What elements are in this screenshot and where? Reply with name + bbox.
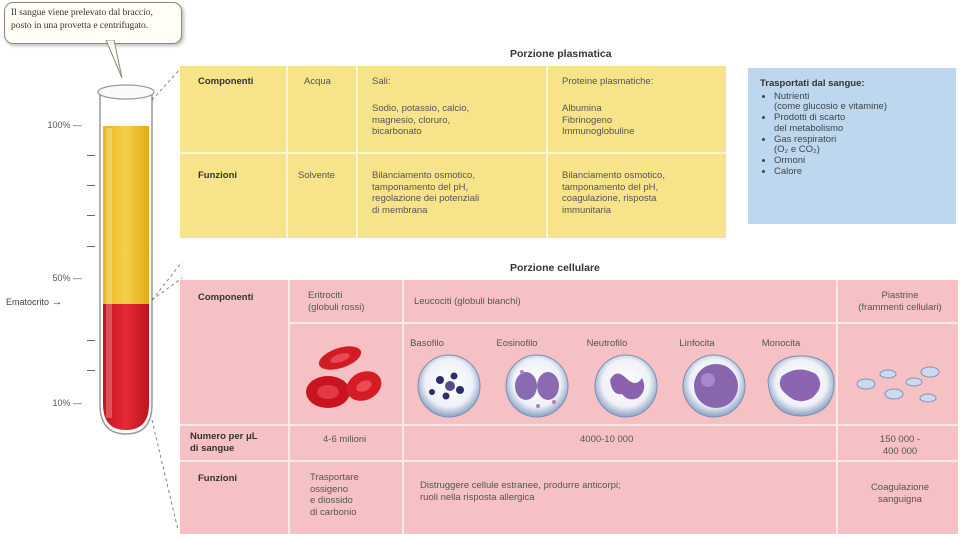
plasma-section-title: Porzione plasmatica [510, 48, 612, 60]
salts-list: Sodio, potassio, calcio,magnesio, clorur… [372, 103, 469, 138]
salts-name: Sali: [372, 76, 390, 88]
list-item: Gas respiratori(O₂ e CO₂) [774, 135, 944, 157]
platelets-image [844, 360, 954, 410]
erythrocytes-image [298, 336, 398, 420]
plasma-functions-header: Funzioni [198, 170, 237, 182]
erythrocytes-name: Eritrociti(globuli rossi) [308, 290, 365, 313]
cellular-functions-header: Funzioni [198, 473, 237, 485]
cellular-components-header: Componenti [198, 292, 253, 304]
leukocytes-name: Leucociti (globuli bianchi) [414, 296, 521, 308]
transported-list: Nutrienti(come glucosio e vitamine) Prod… [760, 92, 944, 178]
plasma-table: Componenti Funzioni Acqua Solvente Sali:… [180, 66, 726, 238]
water-function: Solvente [298, 170, 335, 182]
lymphocyte-label: Linfocita [662, 338, 732, 349]
neutrophil-label: Neutrofilo [572, 338, 642, 349]
platelets-count: 150 000 -400 000 [846, 434, 954, 457]
transported-box: Trasportati dal sangue: Nutrienti(come g… [748, 68, 956, 224]
leukocytes-count: 4000-10 000 [580, 434, 633, 446]
salts-function: Bilanciamento osmotico,tamponamento del … [372, 170, 479, 216]
leukocytes-function: Distruggere cellule estranee, produrre a… [420, 480, 621, 503]
erythrocytes-count: 4-6 milioni [323, 434, 366, 446]
eosinophil-label: Eosinofilo [482, 338, 552, 349]
list-item: Nutrienti(come glucosio e vitamine) [774, 92, 944, 114]
platelets-name: Piastrine(frammenti cellulari) [846, 290, 954, 313]
basophil-label: Basofilo [392, 338, 462, 349]
water-name: Acqua [304, 76, 331, 88]
transported-title: Trasportati dal sangue: [760, 78, 944, 90]
list-item: Calore [774, 167, 944, 178]
plasma-components-header: Componenti [198, 76, 253, 88]
leukocytes-images [402, 350, 836, 420]
cellular-section-title: Porzione cellulare [510, 262, 600, 274]
proteins-function: Bilanciamento osmotico,tamponamento del … [562, 170, 665, 216]
proteins-name: Proteine plasmatiche: [562, 76, 653, 88]
monocyte-label: Monocita [746, 338, 816, 349]
